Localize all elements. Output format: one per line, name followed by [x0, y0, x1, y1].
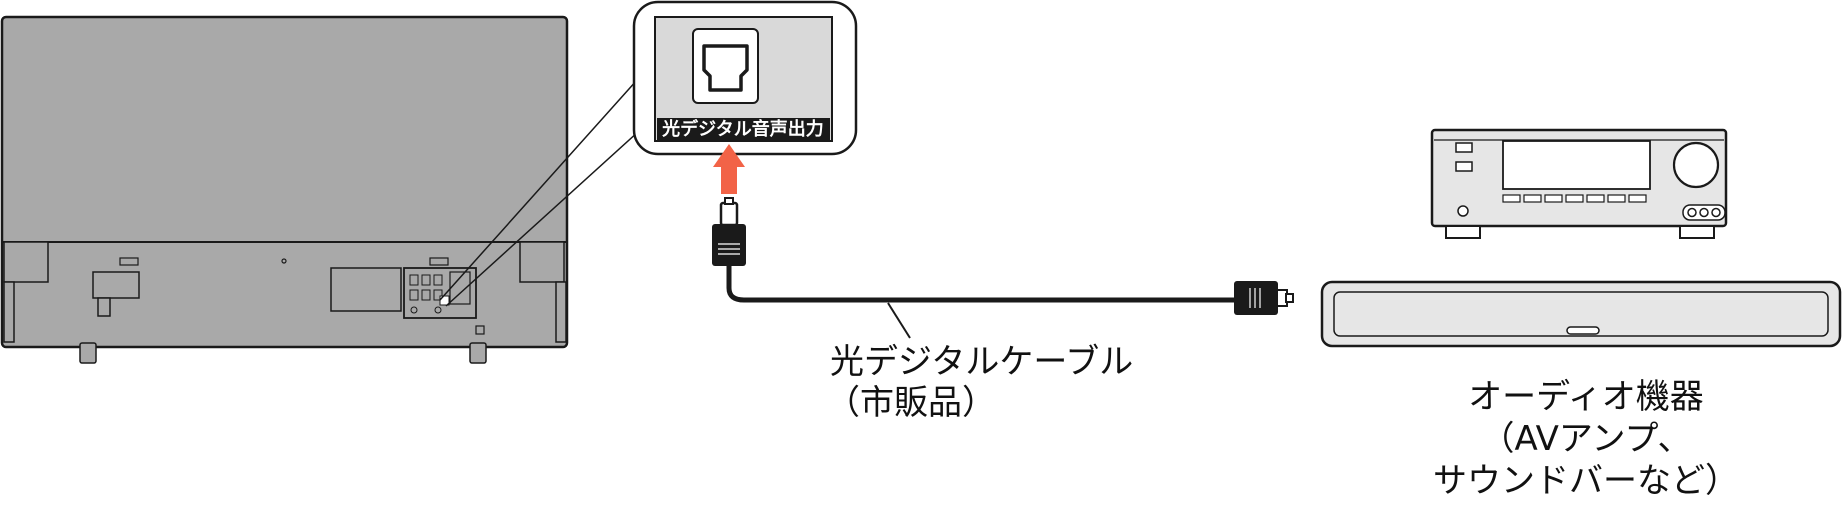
optical-plug-device-end — [1234, 281, 1294, 315]
port-callout: 光デジタル音声出力 — [632, 0, 858, 156]
soundbar-icon — [1320, 280, 1842, 348]
optical-port-icon — [692, 28, 759, 104]
device-label-line1: オーディオ機器 — [1468, 377, 1704, 417]
device-label-line2: （AVアンプ、 — [1481, 419, 1692, 459]
optical-plug-icon — [712, 197, 746, 266]
optical-cable — [726, 261, 1239, 339]
port-label: 光デジタル音声出力 — [661, 118, 824, 140]
tv-rear-icon — [0, 15, 569, 364]
tv-body — [0, 15, 569, 349]
av-receiver-icon — [1430, 128, 1728, 239]
device-label-line3: サウンドバーなど） — [1433, 461, 1739, 501]
callout-lines — [439, 79, 661, 307]
up-arrow-icon — [713, 144, 745, 194]
cable-label-line2: （市販品） — [826, 383, 996, 423]
cable-label-line1: 光デジタルケーブル — [830, 342, 1133, 382]
